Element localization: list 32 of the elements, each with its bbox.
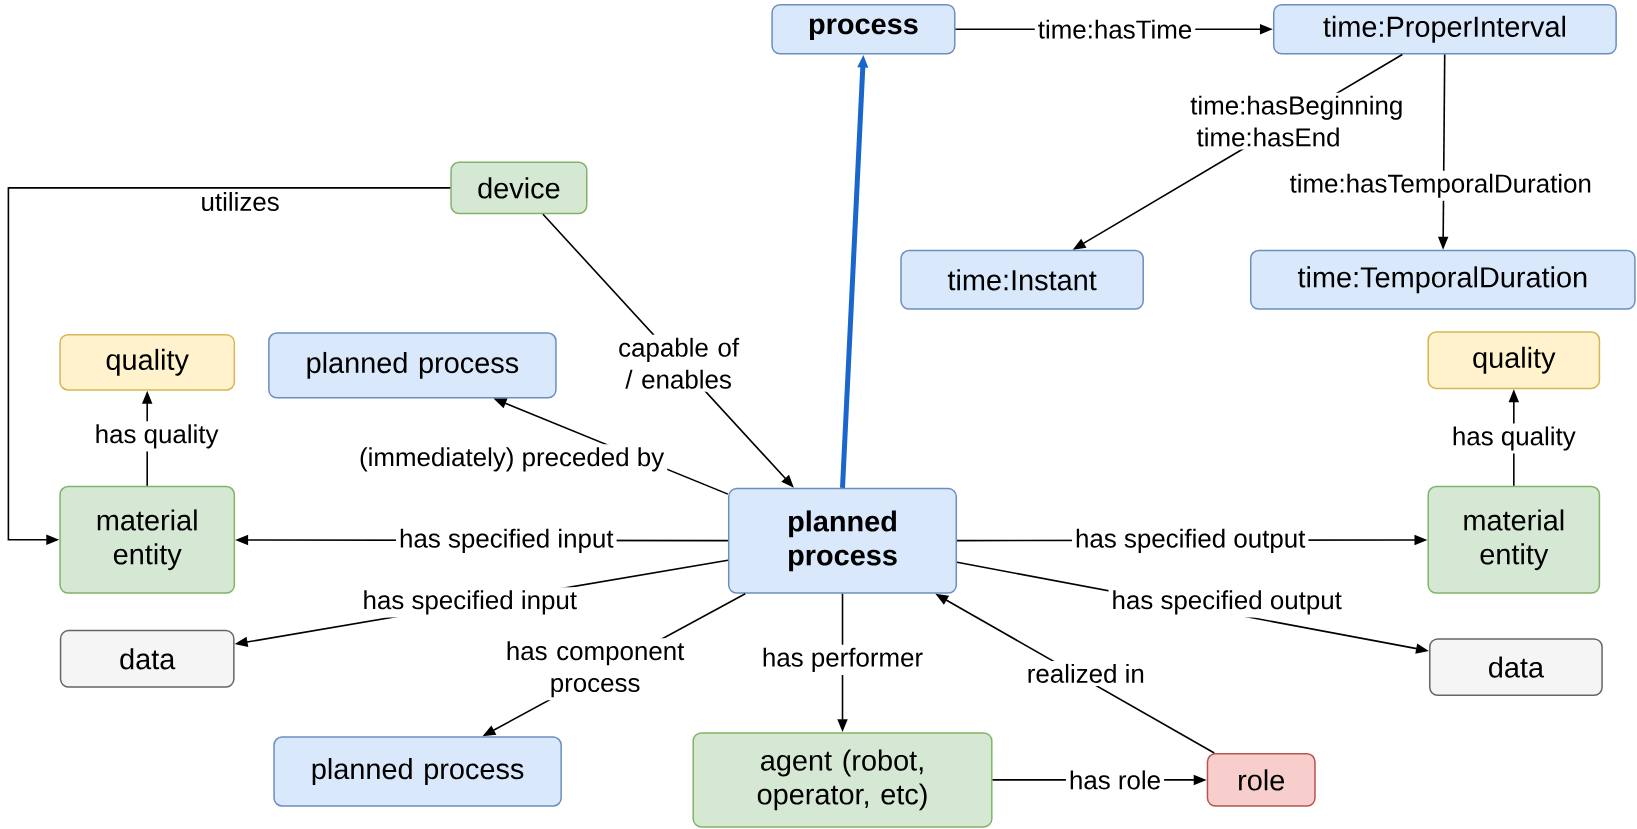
edge-label: utilizes xyxy=(197,189,283,214)
concept-box: planned process xyxy=(273,736,562,807)
edge-label: time:hasTemporalDuration xyxy=(1286,170,1595,201)
concept-box: agent (robot, operator, etc) xyxy=(692,732,993,828)
edge-label: has specified output xyxy=(1072,525,1309,556)
concept-box: material entity xyxy=(1427,485,1601,594)
concept-box: data xyxy=(59,629,235,688)
concept-box: time:Instant xyxy=(900,249,1144,310)
edge-label: has quality xyxy=(1448,423,1579,454)
concept-box: data xyxy=(1429,638,1603,697)
edge-label: has quality xyxy=(91,421,222,452)
edge-label: has performer xyxy=(758,644,927,675)
concept-box: planned process xyxy=(268,332,557,399)
edge-label: capable of / enables xyxy=(607,334,750,392)
concept-box: device xyxy=(450,161,588,215)
concept-box: time:ProperInterval xyxy=(1272,3,1617,55)
edge-label: has specified input xyxy=(359,587,581,618)
edge-label: has role xyxy=(1065,767,1165,793)
edge-label: time:hasBeginning time:hasEnd xyxy=(1187,92,1402,150)
concept-box: planned process xyxy=(727,487,958,594)
edge-label: time:hasTime xyxy=(1034,16,1196,42)
concept-box: quality xyxy=(59,333,236,391)
edge-label: has specified output xyxy=(1108,587,1345,618)
concept-box: process xyxy=(771,3,956,55)
edge-label: (immediately) preceded by xyxy=(356,444,668,475)
edge-label: has specified input xyxy=(396,525,617,556)
concept-box: time:TemporalDuration xyxy=(1249,249,1636,310)
concept-box: quality xyxy=(1427,331,1601,390)
concept-box: material entity xyxy=(59,485,236,594)
edge-label: realized in xyxy=(1023,660,1148,686)
concept-box: role xyxy=(1206,753,1316,807)
edge-label: has component process xyxy=(487,638,703,701)
